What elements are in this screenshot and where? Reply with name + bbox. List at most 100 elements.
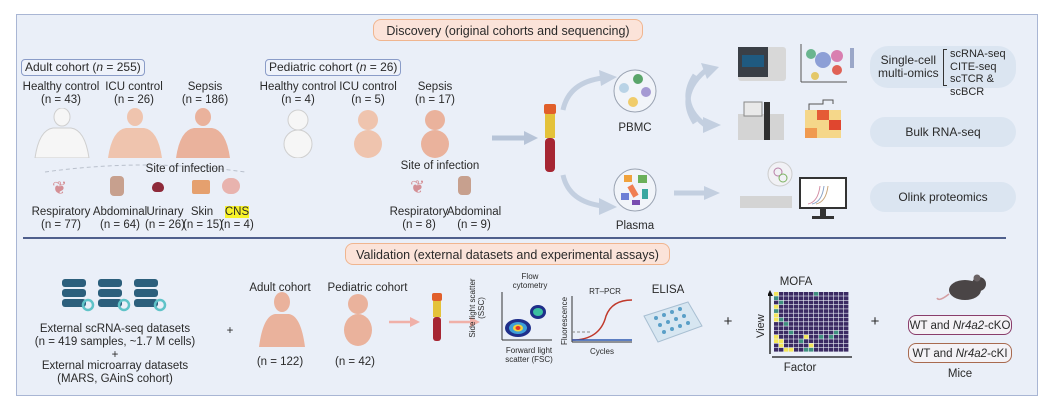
mofa-cell [839,330,844,335]
mofa-cell [839,343,844,348]
mofa-cell [829,313,834,318]
mofa-cell [824,343,829,348]
mofa-cell [824,309,829,313]
mofa-cell [829,292,834,296]
mofa-cell [799,347,804,352]
bulk-sequencer-icon [738,101,784,140]
mofa-cell [804,300,809,305]
mofa-cell [779,322,784,326]
mofa-cell [834,330,839,335]
external-microarray-cohorts: (MARS, GAinS cohort) [57,373,173,385]
mofa-cell [789,292,794,296]
mofa-cell [834,326,839,331]
mofa-cell [809,304,814,309]
mofa-cell [789,343,794,348]
mofa-cell [784,326,789,331]
mofa-cell [839,309,844,313]
mofa-cell [819,339,824,343]
mofa-cell [779,326,784,331]
plus-sign-2: + [723,313,733,330]
flow-title-1: Flow [521,272,539,281]
olink-proteomics-pill: Olink proteomics [870,182,1016,212]
mofa-cell [819,347,824,352]
mofa-cell [779,343,784,348]
mofa-cell [829,335,834,339]
pediatric-intestine-icon [458,176,471,195]
mofa-cell [779,300,784,305]
mofa-cell [784,304,789,309]
database-icon [134,279,167,312]
mofa-cell [774,326,779,331]
mofa-cell [804,326,809,331]
mofa-cell [789,330,794,335]
mofa-cell [794,326,799,331]
mofa-cell [839,317,844,322]
mofa-cell [784,313,789,318]
mofa-cell [814,292,819,296]
mofa-cell [784,343,789,348]
mofa-cell [779,292,784,296]
mofa-cell [799,296,804,300]
mofa-cell [819,326,824,331]
blood-tube-icon [544,104,556,172]
adult-sepsis-body-icon [176,108,230,158]
site-cns-n: (n = 4) [220,219,254,231]
mofa-cell [809,347,814,352]
single-cell-label: Single-cell [880,53,937,67]
mofa-cell [844,313,849,318]
validation-adult-body-icon [259,292,305,347]
adult-cohort-label: Adult cohort ( [25,60,97,74]
site-skin-n: (n = 15) [183,219,223,231]
plus-sign-3: + [870,313,880,330]
mofa-cell [784,309,789,313]
mofa-cell [819,304,824,309]
multi-omics-label: multi-omics [878,66,939,80]
olink-monitor-icon [799,177,847,219]
database-icon [62,279,95,312]
mofa-cell [794,317,799,322]
mofa-cell [784,339,789,343]
pediatric-sepsis-label: Sepsis [417,81,453,93]
mouse-cki-tag: WT and Nr4a2-cKI [908,343,1012,363]
mofa-cell [774,322,779,326]
mofa-cell [794,296,799,300]
mofa-cell [774,335,779,339]
site-abdominal-label: Abdominal [92,206,148,218]
adult-site-bracket [44,164,246,173]
site-respiratory-n: (n = 77) [41,219,81,231]
external-plus: + [111,349,119,361]
mofa-heatmap [768,290,852,358]
mofa-cell [824,296,829,300]
mofa-cell [814,313,819,318]
pediatric-cohort-tag: Pediatric cohort (n = 26) [265,59,402,76]
mofa-cell [794,347,799,352]
cki-prefix: WT and [912,348,956,360]
heatmap-icon [805,99,841,138]
adult-healthy-n: (n = 43) [41,94,81,106]
mofa-cell [804,292,809,296]
brain-icon [222,178,240,194]
mofa-cell [774,317,779,322]
mofa-cell [804,313,809,318]
mofa-cell [794,292,799,296]
plasma-label: Plasma [615,220,655,232]
adult-healthy-label: Healthy control [22,81,100,93]
mofa-cell [779,317,784,322]
rtpcr-plot [571,296,633,343]
mofa-cell [829,339,834,343]
mofa-cell [834,317,839,322]
mofa-cell [844,343,849,348]
mofa-cell [779,309,784,313]
mofa-cell [819,296,824,300]
mofa-cell [814,339,819,343]
mofa-cell [834,335,839,339]
cko-gene: Nr4a2 [952,320,985,332]
validation-adult-label: Adult cohort [249,282,311,294]
mofa-cell [809,339,814,343]
skin-icon [192,180,210,194]
mofa-cell [824,292,829,296]
mofa-cell [809,335,814,339]
mofa-cell [814,300,819,305]
mofa-cell [779,304,784,309]
pediatric-lungs-icon: ❦ [410,177,426,197]
